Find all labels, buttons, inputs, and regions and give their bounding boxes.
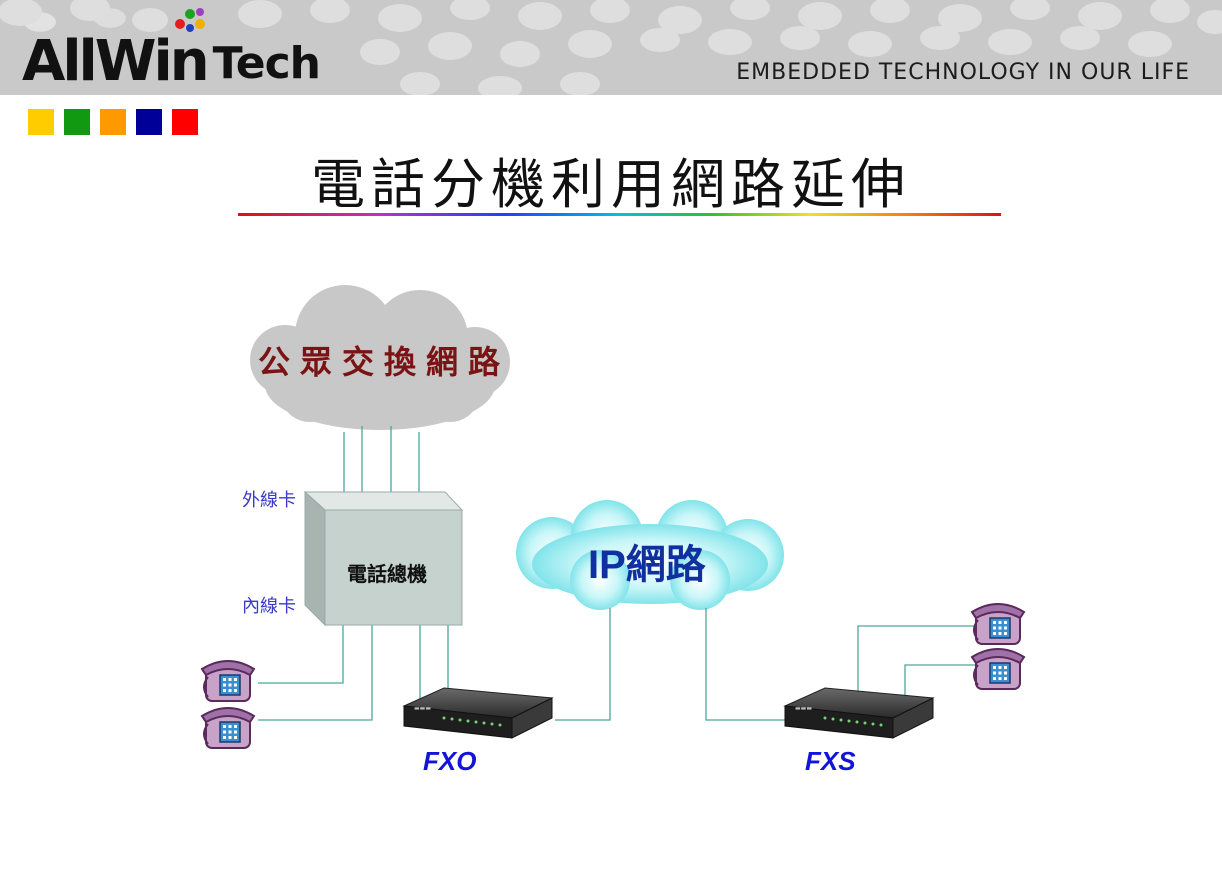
company-logo: AllWin Tech	[22, 29, 321, 94]
connection-lines	[258, 426, 975, 721]
fxs-label: FXS	[805, 746, 856, 776]
telephone-icon	[201, 707, 255, 749]
telephone-icon	[971, 603, 1025, 645]
pbx-box-icon	[303, 490, 464, 627]
telephone-icon	[201, 660, 255, 702]
ip-cloud-label: IP網路	[588, 543, 706, 587]
trunk-card-label: 外線卡	[242, 490, 296, 511]
color-square	[64, 109, 90, 135]
telephone-icon	[971, 648, 1025, 690]
pbx-label: 電話總機	[347, 562, 427, 586]
tagline: EMBEDDED TECHNOLOGY IN OUR LIFE	[736, 60, 1190, 85]
color-square	[172, 109, 198, 135]
title-underline	[238, 213, 1001, 216]
pstn-cloud-label: 公眾交換網路	[258, 343, 511, 381]
pstn-cloud-icon	[250, 285, 510, 430]
fxo-label: FXO	[423, 746, 477, 776]
banner-dot-pattern	[0, 0, 1222, 95]
page-title: 電話分機利用網路延伸	[311, 153, 911, 216]
ip-cloud-icon	[516, 500, 784, 610]
logo-dots-icon	[175, 8, 205, 32]
color-square	[100, 109, 126, 135]
logo-main-text: AllWin	[22, 29, 210, 94]
fxs-gateway-icon	[784, 687, 934, 739]
header-banner: AllWin Tech EMBEDDED TECHNOLOGY IN OUR L…	[0, 0, 1222, 95]
extension-card-label: 內線卡	[242, 596, 296, 617]
logo-sub-text: Tech	[212, 38, 321, 89]
fxo-gateway-icon	[403, 687, 553, 739]
color-square-row	[28, 109, 198, 135]
color-square	[28, 109, 54, 135]
color-square	[136, 109, 162, 135]
